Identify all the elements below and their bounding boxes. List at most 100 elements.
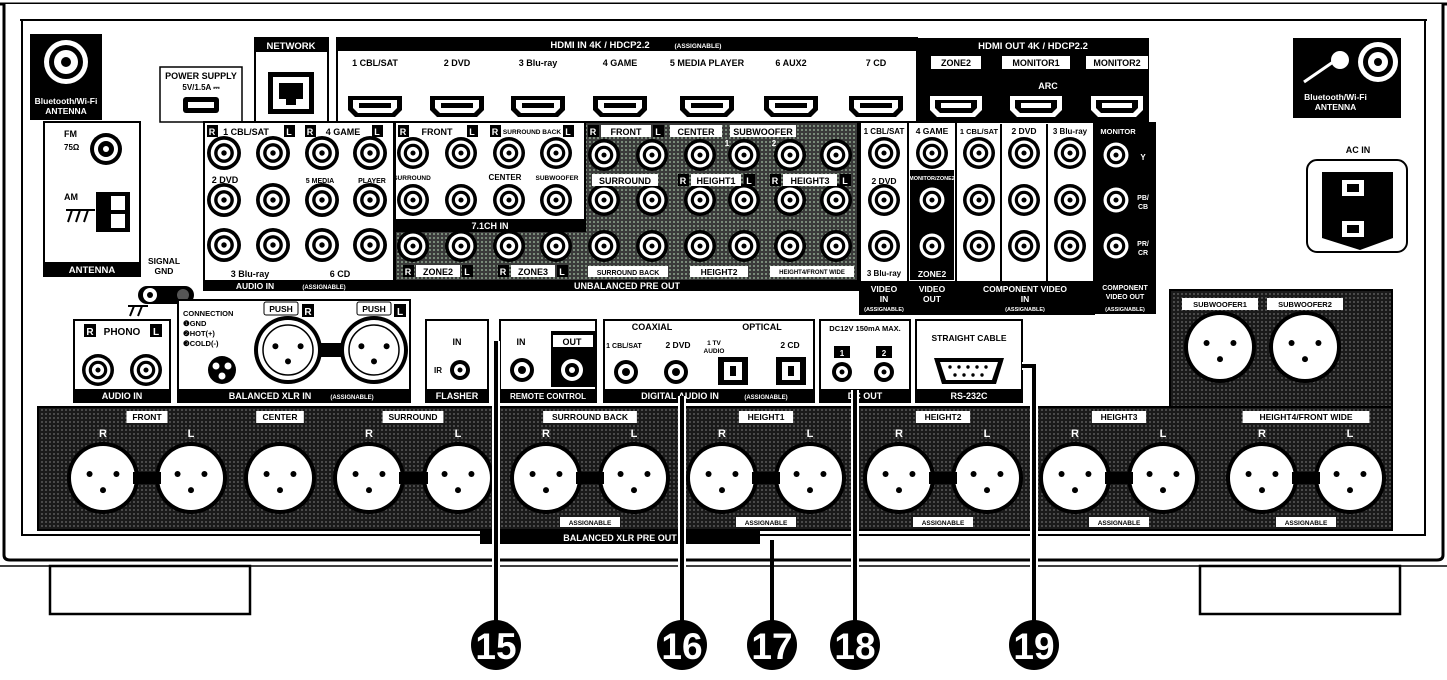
pre-l-badge-h3: L: [842, 176, 848, 186]
hdmi-out-label-2: MONITOR1: [1012, 58, 1059, 68]
callout-number-18: 18: [834, 626, 875, 667]
ac-in-label: AC IN: [1346, 145, 1371, 155]
xlr-out-group-6: HEIGHT2: [925, 412, 962, 422]
pre-out-jack-2-0: [397, 230, 429, 262]
ch71-jack-1-1: [445, 184, 477, 216]
phono-section: R PHONO L AUDIO IN: [74, 320, 170, 402]
pre-r-badge-z3: R: [500, 267, 507, 277]
hdmi-out-title: HDMI OUT 4K / HDCP2.2: [978, 41, 1088, 52]
ch71-label-front: FRONT: [422, 127, 453, 137]
ch71-jack-1-0: [397, 184, 429, 216]
hdmi-in-port-6: [764, 96, 818, 117]
pre-l-badge-h1: L: [746, 176, 752, 186]
pre-r-badge: R: [590, 127, 597, 137]
xlr-out-title: BALANCED XLR PRE OUT: [563, 533, 677, 543]
audio-in-jack-1-1: [256, 183, 290, 217]
audio-in-r-badge: R: [209, 127, 216, 137]
digital-note: (ASSIGNABLE): [744, 395, 787, 401]
subwoofer-xlr-label-2: SUBWOOFER2: [1278, 300, 1332, 309]
xlr-out-jack-9: [774, 442, 846, 514]
digital-port-2: 2 DVD: [665, 340, 690, 350]
hdmi-out-label-1: ZONE2: [941, 58, 971, 68]
video-in-label-3: 3 Blu-ray: [867, 269, 902, 278]
audio-in-label-game: 4 GAME: [326, 127, 361, 137]
pre-label-center: CENTER: [677, 127, 715, 137]
xlr-out-jack-13: [1127, 442, 1199, 514]
ch71-title: 7.1CH IN: [471, 221, 508, 231]
hdmi-in-section: HDMI IN 4K / HDCP2.2 (ASSIGNABLE) 1 CBL/…: [337, 38, 917, 123]
component-in-label-2: 2 DVD: [1011, 126, 1036, 136]
xlr-out-jack-10: [863, 442, 935, 514]
component-in-jack-2-0: [1054, 137, 1086, 169]
hdmi-in-port-3: [511, 96, 565, 117]
callout-16: 16: [657, 620, 707, 670]
hdmi-in-label-2: 2 DVD: [444, 58, 471, 68]
xlr-out-l-1: L: [188, 428, 195, 440]
pre-out-jack-0-0: [588, 139, 620, 171]
xlr-in-push-2: PUSH: [362, 304, 386, 314]
pre-label-sub: SUBWOOFER: [733, 127, 793, 137]
hdmi-in-note: (ASSIGNABLE): [675, 43, 722, 50]
ch71-label-sb: SURROUND BACK: [503, 129, 561, 136]
hdmi-in-label-3: 3 Blu-ray: [519, 58, 558, 68]
dc-out-spec: DC12V 150mA MAX.: [829, 324, 900, 333]
hdmi-in-label-7: 7 CD: [866, 58, 887, 68]
component-in-note: (ASSIGNABLE): [1005, 307, 1045, 313]
pre-label-sub1: 1: [725, 139, 730, 148]
xlr-out-l-8: L: [1347, 428, 1354, 440]
remote-title: REMOTE CONTROL: [510, 392, 586, 401]
xlr-out-group-1: FRONT: [132, 412, 162, 422]
xlr-in-section: CONNECTION ❶GND ❷HOT(+) ❸COLD(-) PUSH PU…: [178, 300, 410, 402]
remote-in-label: IN: [517, 337, 526, 347]
pre-out-jack-2-2: [493, 230, 525, 262]
power-supply-title: POWER SUPPLY: [165, 71, 237, 81]
component-in-jack-0-0: [963, 137, 995, 169]
pre-out-jack-2-1: [445, 230, 477, 262]
audio-in-jack-1-0: [207, 183, 241, 217]
phono-l-badge: L: [153, 327, 159, 338]
xlr-out-jack-3: [244, 442, 316, 514]
pre-l-badge: L: [655, 127, 661, 137]
video-in-label-game: 4 GAME: [916, 126, 949, 136]
component-in-jack-1-2: [1008, 230, 1040, 262]
pre-out-jack-1-3: [728, 184, 760, 216]
callout-18: 18: [830, 620, 880, 670]
video-in-jack-game: [916, 137, 948, 169]
xlr-out-l-6: L: [984, 428, 991, 440]
ch71-label-surround: SURROUND: [393, 175, 431, 182]
pre-out-jack-1-2: [684, 184, 716, 216]
ch71-jack-0-1: [445, 137, 477, 169]
callout-19: 19: [1009, 620, 1059, 670]
hdmi-in-port-4: [593, 96, 647, 117]
hdmi-in-port-2: [430, 96, 484, 117]
component-in-jack-1-1: [1008, 184, 1040, 216]
pre-out-jack-2-7: [728, 230, 760, 262]
callout-number-16: 16: [661, 626, 702, 667]
xlr-out-group-7: HEIGHT3: [1101, 412, 1138, 422]
video-in-jack-3: [868, 230, 900, 262]
subwoofer-xlr-label-1: SUBWOOFER1: [1193, 300, 1247, 309]
ch71-label-sub: SUBWOOFER: [536, 175, 579, 182]
video-in-jack-1: [868, 137, 900, 169]
hdmi-in-port-1: [348, 96, 402, 117]
audio-in-jack-2-1: [256, 228, 290, 262]
component-out-jack-2: [1100, 230, 1132, 262]
xlr-out-r-6: R: [895, 428, 903, 440]
subwoofer-xlr-jack-2: [1269, 311, 1341, 383]
xlr-out-assignable-8: ASSIGNABLE: [1285, 520, 1328, 527]
audio-in-jack-0-0: [207, 136, 241, 170]
ch71-jack-1-3: [540, 184, 572, 216]
xlr-in-l-badge: L: [397, 307, 403, 318]
bt-antenna-label-left: Bluetooth/Wi-Fi ANTENNA: [30, 94, 102, 116]
subwoofer-xlr-jack-1: [1184, 311, 1256, 383]
xlr-out-jack-4: [333, 442, 405, 514]
xlr-out-jack-14: [1226, 442, 1298, 514]
audio-in-jack-0-2: [305, 136, 339, 170]
callout-number-19: 19: [1013, 626, 1054, 667]
hdmi-out-port-3: [1091, 96, 1143, 117]
dc-out-port-1: 1: [840, 349, 845, 358]
xlr-out-r-8: R: [1258, 428, 1266, 440]
xlr-out-r-3: R: [365, 428, 373, 440]
